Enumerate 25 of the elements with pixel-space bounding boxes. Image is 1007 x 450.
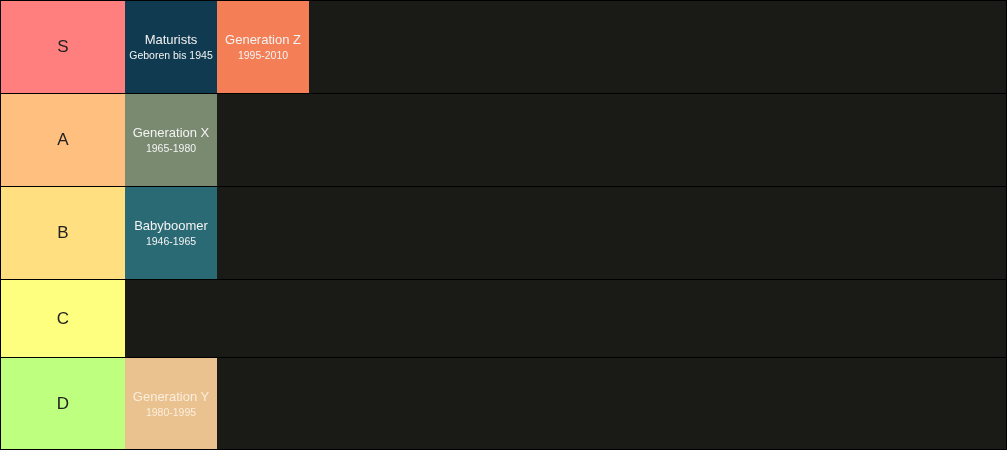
item-subtitle: Geboren bis 1945: [129, 48, 213, 62]
item-subtitle: 1995-2010: [237, 48, 289, 62]
item-tile: [125, 187, 217, 279]
item-title: Babyboomer: [134, 218, 208, 234]
item-tile: [217, 1, 309, 93]
tier-label: B: [1, 187, 125, 279]
item-title: Generation X: [132, 125, 210, 141]
tier-row: [1, 1, 1006, 93]
item-subtitle: 1946-1965: [145, 234, 197, 248]
tier-row: [1, 187, 1006, 279]
tier-label: A: [1, 94, 125, 186]
item-subtitle: 1980-1995: [145, 404, 197, 419]
item-title: Generation Y: [132, 388, 210, 405]
tier-row: [1, 280, 1006, 357]
item-title: Generation Z: [225, 32, 301, 48]
item-tile: [125, 358, 217, 449]
tier-label: S: [1, 1, 125, 93]
tier-row: [1, 358, 1006, 449]
tier-label: D: [1, 358, 125, 449]
item-title: Maturists: [144, 32, 198, 48]
item-tile: [125, 1, 217, 93]
tier-label: C: [1, 280, 125, 357]
tier-row: [1, 94, 1006, 186]
item-subtitle: 1965-1980: [145, 141, 197, 155]
item-tile: [125, 94, 217, 186]
